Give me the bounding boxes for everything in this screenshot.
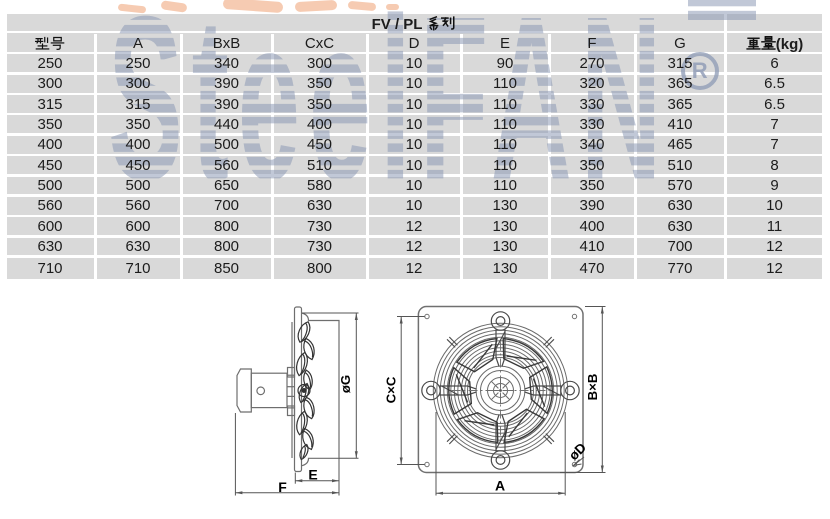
svg-text:A: A bbox=[495, 478, 505, 494]
svg-text:C×C: C×C bbox=[384, 376, 399, 403]
svg-text:øG: øG bbox=[338, 375, 353, 393]
svg-text:øD: øD bbox=[566, 440, 590, 464]
svg-text:E: E bbox=[308, 467, 317, 483]
svg-text:B×B: B×B bbox=[585, 374, 600, 401]
svg-text:F: F bbox=[278, 479, 287, 495]
